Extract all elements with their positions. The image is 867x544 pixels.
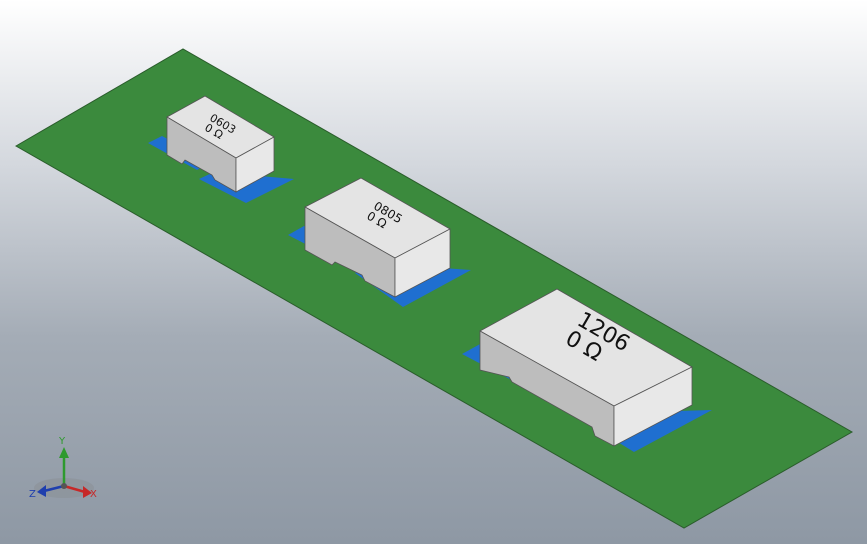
z-axis-arrow-icon[interactable] [37,484,65,497]
x-axis-arrow-icon[interactable] [63,484,92,498]
triad-z-label: Z [29,489,36,500]
resistor-0805[interactable]: 0805 0 Ω [288,177,471,307]
y-axis-arrow-icon[interactable] [59,447,69,486]
component-right-0805 [394,228,451,298]
triad-y-label: Y [58,436,66,447]
triad-x-label: X [90,489,97,500]
component-right-1206 [613,366,693,447]
resistor-0603[interactable]: 0603 0 Ω [148,95,294,203]
component-right-0603 [235,136,275,193]
coordinate-triad[interactable]: Y X Z [29,436,97,500]
triad-origin [61,483,67,489]
